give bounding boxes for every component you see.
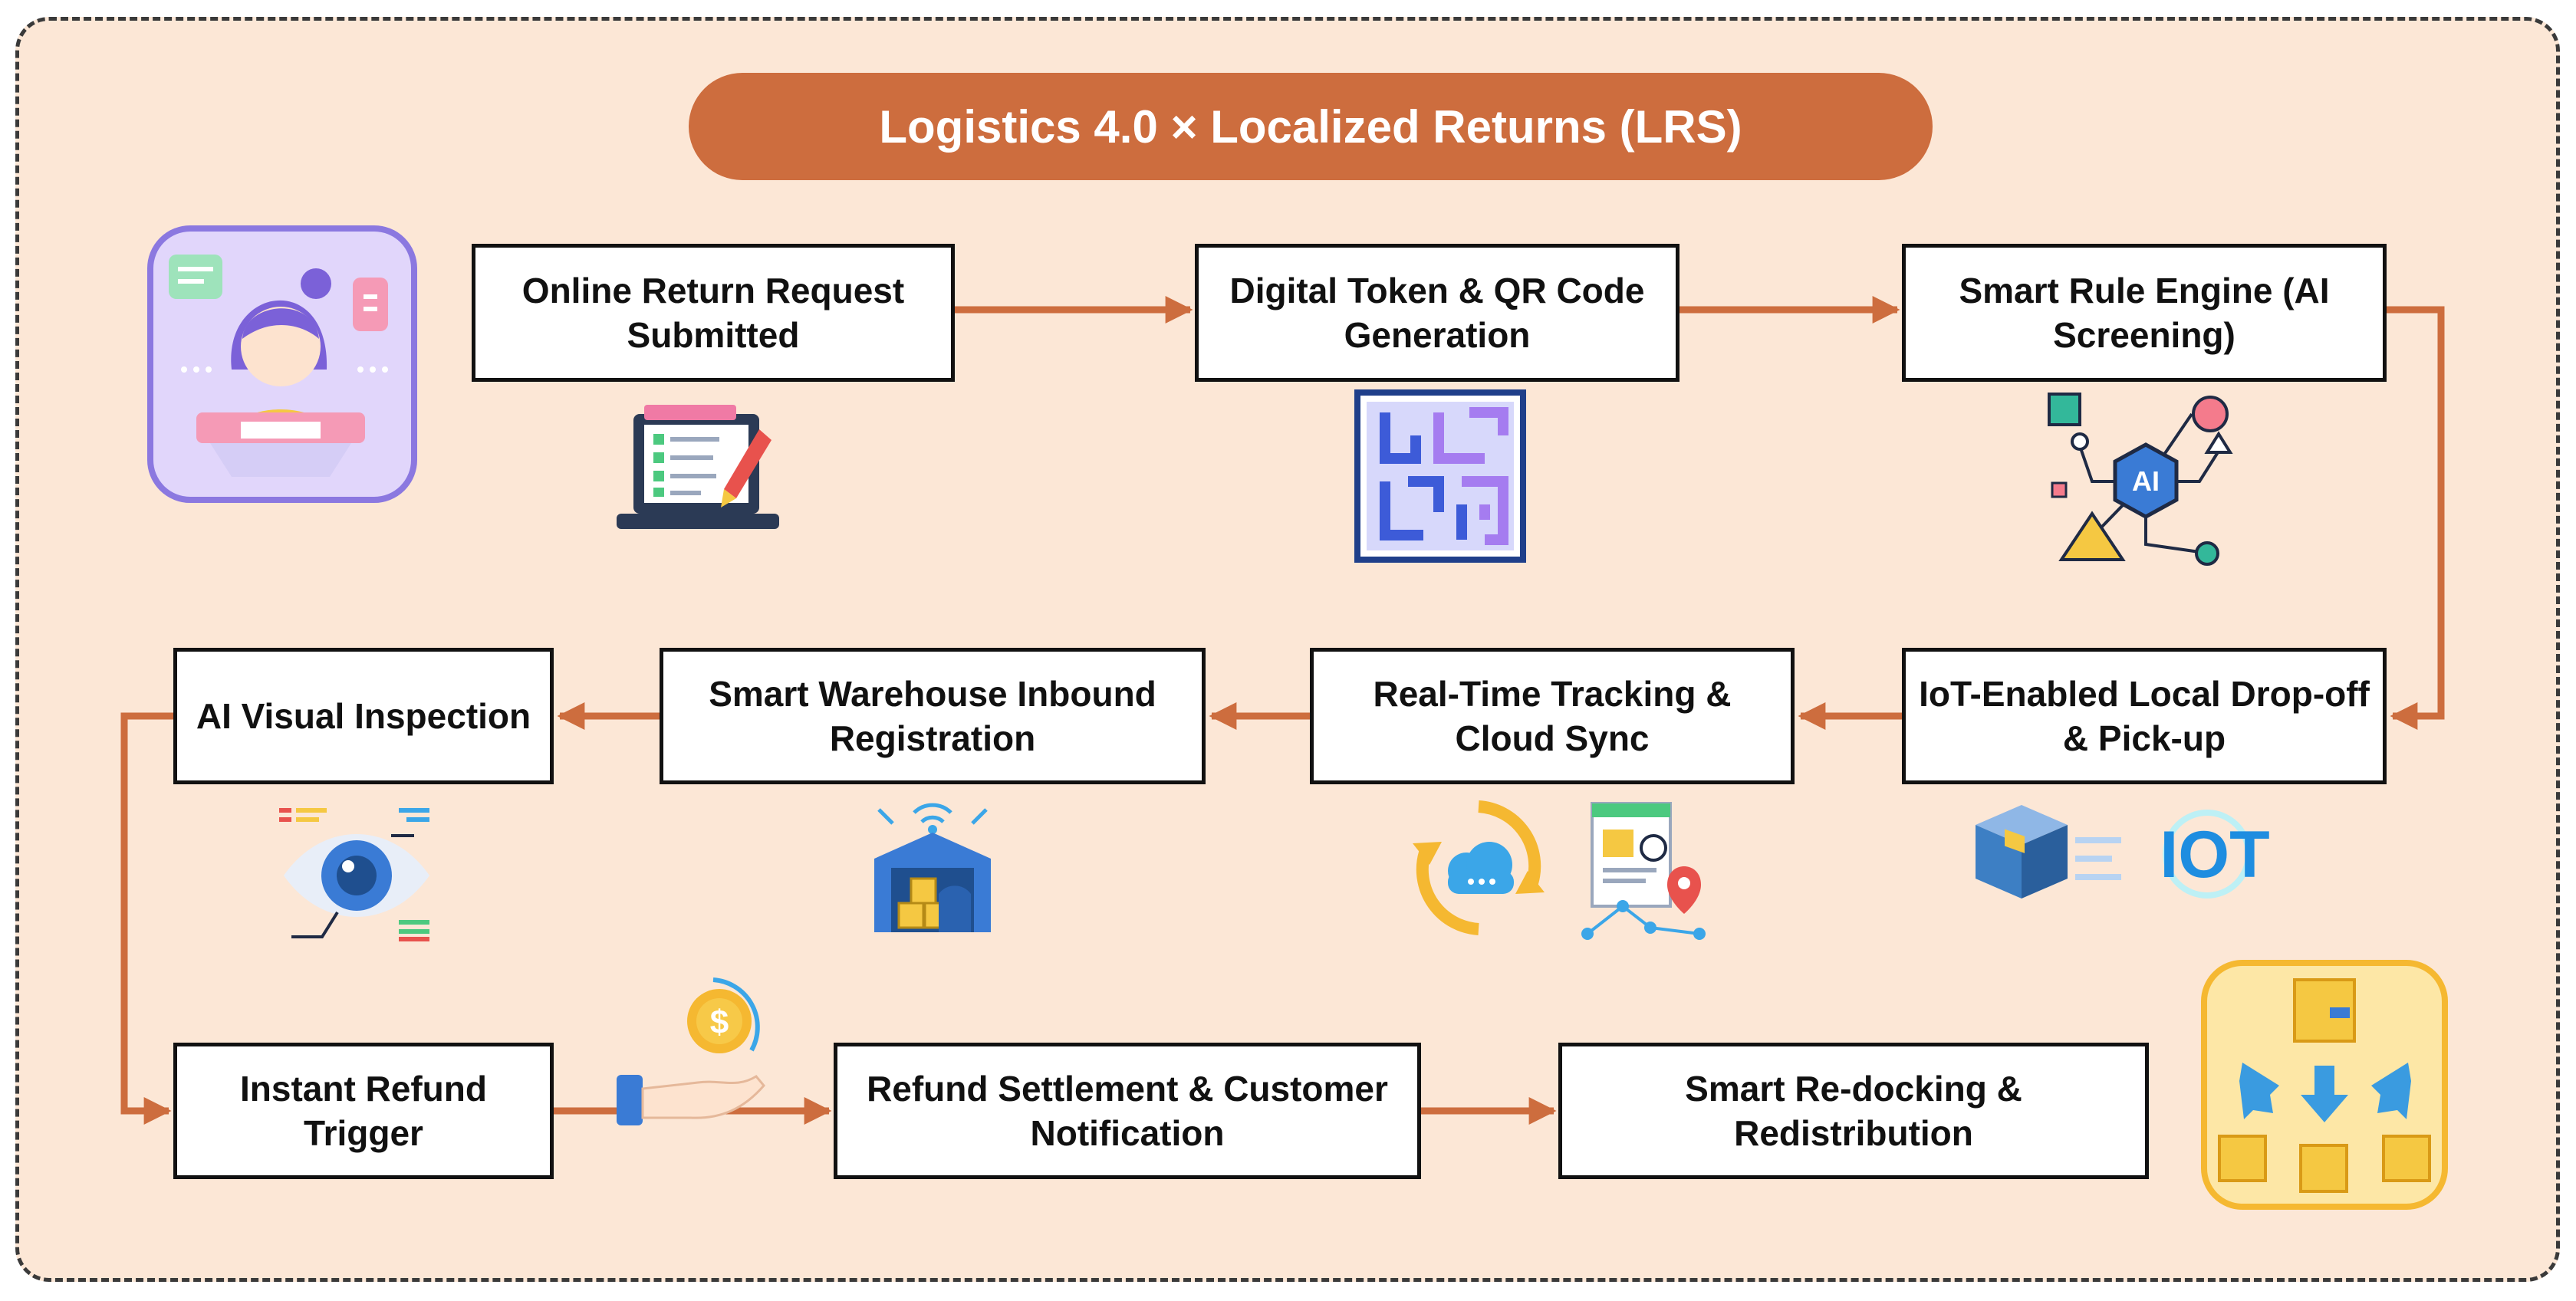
iot-package-icon: IOT <box>1976 805 2270 899</box>
redistribution-icon <box>2201 960 2448 1210</box>
step-smart-redocking: Smart Re-docking & Redistribution <box>1558 1043 2149 1179</box>
step-instant-refund-trigger: Instant Refund Trigger <box>173 1043 554 1179</box>
arrow-7-to-8 <box>120 712 173 1125</box>
step-smart-warehouse-inbound: Smart Warehouse Inbound Registration <box>660 648 1206 784</box>
ai-chip-icon: AI <box>2048 393 2233 566</box>
step-smart-rule-engine: Smart Rule Engine (AI Screening) <box>1902 244 2387 382</box>
ai-eye-icon <box>279 808 429 941</box>
diagram-title: Logistics 4.0 × Localized Returns (LRS) <box>689 73 1933 180</box>
smart-warehouse-icon <box>874 803 991 932</box>
tracking-map-icon <box>1581 802 1706 940</box>
customer-laptop-icon <box>147 225 417 503</box>
ai-badge-text: AI <box>2132 465 2160 497</box>
iot-badge-text: IOT <box>2160 818 2269 892</box>
refund-hand-coin-icon: $ <box>617 977 765 1125</box>
online-form-laptop-icon <box>617 405 779 529</box>
qr-code-icon <box>1354 389 1526 563</box>
cloud-sync-icon <box>1413 800 1545 935</box>
dollar-badge-text: $ <box>710 1004 729 1041</box>
step-ai-visual-inspection: AI Visual Inspection <box>173 648 554 784</box>
step-real-time-tracking: Real-Time Tracking & Cloud Sync <box>1310 648 1795 784</box>
step-digital-token-qr: Digital Token & QR Code Generation <box>1195 244 1679 382</box>
arrow-3-to-4 <box>2387 306 2445 730</box>
step-refund-settlement: Refund Settlement & Customer Notificatio… <box>834 1043 1421 1179</box>
step-online-return-request: Online Return Request Submitted <box>472 244 955 382</box>
step-iot-drop-off: IoT-Enabled Local Drop-off & Pick-up <box>1902 648 2387 784</box>
